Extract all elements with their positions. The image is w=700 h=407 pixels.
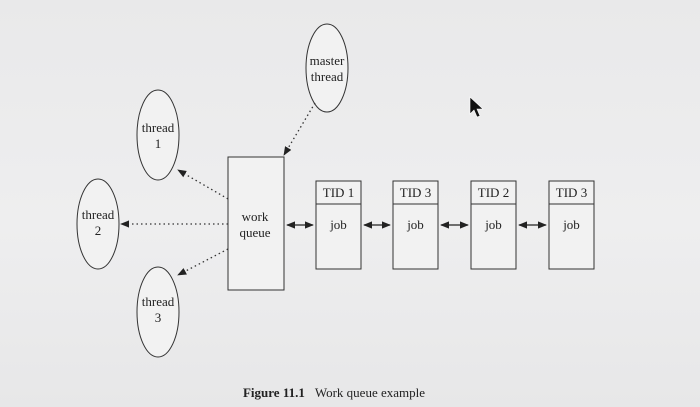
job-3-tid-label: TID 2 [478, 185, 509, 200]
queue-to-thread-1-connector [177, 169, 229, 200]
queue-to-thread-3-connector [177, 248, 229, 276]
job-3-label: job [484, 217, 502, 232]
thread-1-label-line1: thread [142, 120, 175, 135]
job-box-3: TID 2 job [470, 180, 517, 270]
master-to-queue-connector [283, 102, 316, 156]
job-4-tid-label: TID 3 [556, 185, 587, 200]
master-thread-label-line1: master [310, 53, 345, 68]
job-box-2: TID 3 job [392, 180, 439, 270]
job-box-1: TID 1 job [315, 180, 362, 270]
job-1-label: job [329, 217, 347, 232]
figure-caption-text: Work queue example [315, 385, 425, 400]
job-box-4: TID 3 job [548, 180, 595, 270]
figure-caption: Figure 11.1 Work queue example [243, 385, 425, 400]
job-4-label: job [562, 217, 580, 232]
work-queue-label-line2: queue [239, 225, 270, 240]
job-2-tid-label: TID 3 [400, 185, 431, 200]
work-queue-label-line1: work [242, 209, 269, 224]
thread-2-label-line2: 2 [95, 223, 102, 238]
figure-number: Figure 11.1 [243, 385, 305, 400]
master-thread-label-line2: thread [311, 69, 344, 84]
thread-1-node: thread 1 [136, 89, 180, 181]
thread-2-node: thread 2 [76, 178, 120, 270]
mouse-cursor-icon [469, 96, 484, 118]
work-queue-node: work queue [227, 156, 285, 291]
thread-3-label-line1: thread [142, 294, 175, 309]
thread-3-label-line2: 3 [155, 310, 162, 325]
thread-2-label-line1: thread [82, 207, 115, 222]
job-2-label: job [406, 217, 424, 232]
thread-1-label-line2: 1 [155, 136, 162, 151]
thread-3-node: thread 3 [136, 266, 180, 358]
job-1-tid-label: TID 1 [323, 185, 354, 200]
master-thread-node: master thread [305, 23, 349, 113]
